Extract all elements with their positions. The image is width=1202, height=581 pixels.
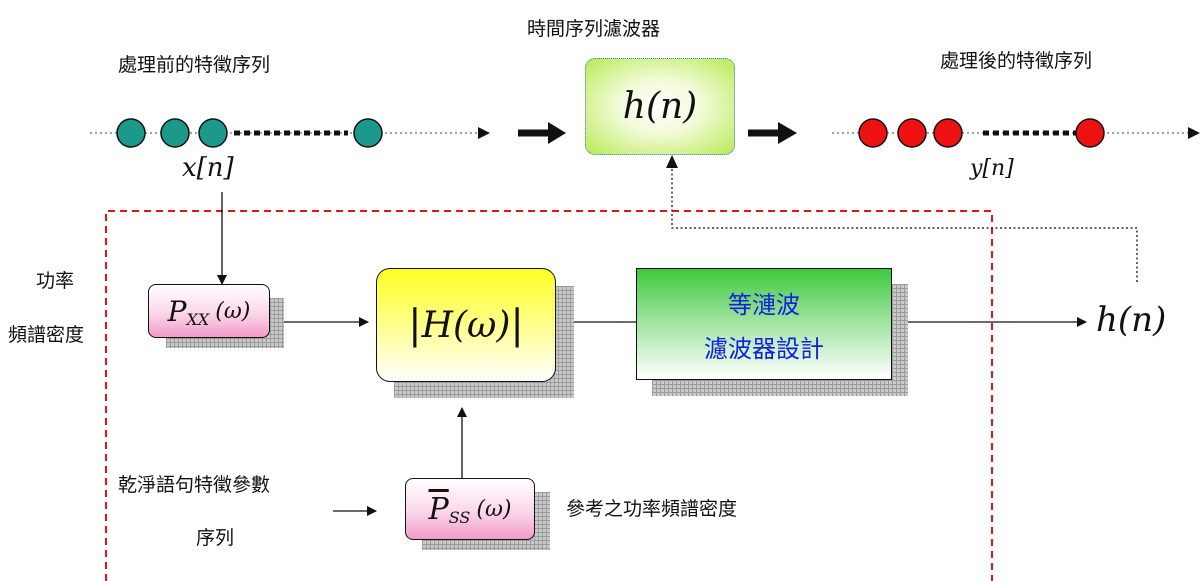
x-n-label: x[n] [182, 153, 234, 183]
output-dot [858, 118, 888, 148]
psd-label-line1: 功率 [36, 270, 75, 292]
thick-arrow-out-head [778, 122, 797, 144]
clean-speech-label-line2: 序列 [196, 527, 235, 549]
equiripple-box: 等漣波 濾波器設計 [636, 268, 892, 380]
red-dashed-region [105, 210, 993, 581]
h-box: |H(ω)| [376, 268, 556, 382]
reference-psd-label: 參考之功率頻譜密度 [566, 498, 738, 520]
h-symbol: H(ω) [421, 304, 511, 346]
input-sequence-arrowhead [478, 127, 490, 139]
output-dot [1075, 118, 1105, 148]
clean-speech-label-line1: 乾淨語句特徵參數 [118, 474, 271, 496]
filter-title: 時間序列濾波器 [527, 18, 661, 40]
feedback-arrowhead [666, 155, 678, 168]
input-dot [160, 118, 190, 148]
filter-box: h(n) [585, 58, 735, 155]
h-abs-right: | [510, 302, 524, 348]
pxx-subscript: XX [186, 309, 210, 329]
input-dot [116, 118, 146, 148]
pss-symbol: P [428, 491, 449, 527]
pxx-symbol: P [167, 294, 187, 328]
hn-output-label: h(n) [1096, 300, 1167, 340]
pss-argument: (ω) [476, 496, 512, 522]
output-dot [933, 118, 963, 148]
equiripple-line2: 濾波器設計 [704, 335, 824, 363]
input-dot [198, 118, 228, 148]
input-sequence-label: 處理前的特徵序列 [118, 54, 271, 76]
psd-label-line2: 頻譜密度 [8, 324, 85, 346]
input-dot [353, 118, 383, 148]
h-abs-left: | [408, 302, 422, 348]
equiripple-line1: 等漣波 [728, 291, 800, 319]
feedback-dotted-path [671, 166, 1138, 282]
output-sequence-arrowhead [1188, 127, 1200, 139]
y-n-label: y[n] [970, 156, 1014, 181]
pss-subscript: SS [448, 507, 471, 527]
pxx-argument: (ω) [215, 298, 251, 324]
filter-hn-text: h(n) [622, 86, 698, 127]
output-dot [897, 118, 927, 148]
output-sequence-label: 處理後的特徵序列 [940, 50, 1093, 72]
thick-arrow-in-head [548, 122, 566, 144]
